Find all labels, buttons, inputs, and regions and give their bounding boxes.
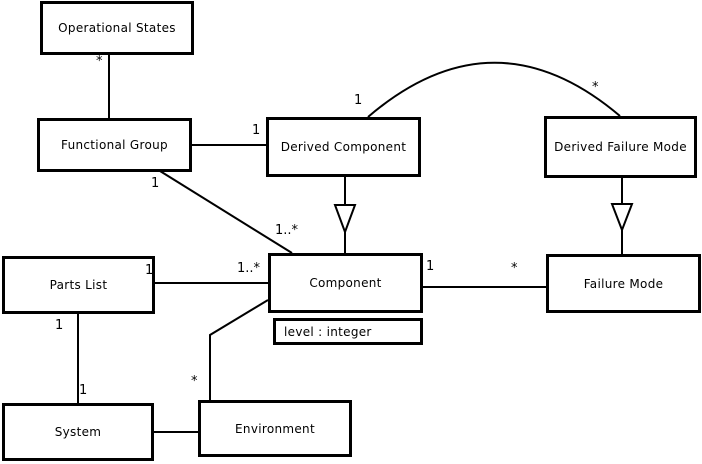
class-name-parts-list: Parts List bbox=[49, 278, 108, 292]
class-box-derived-component: Derived Component bbox=[266, 117, 421, 177]
multiplicity-component-onestar-left: 1..* bbox=[237, 261, 261, 276]
multiplicity-system-one: 1 bbox=[79, 383, 88, 398]
class-name-failure-mode: Failure Mode bbox=[583, 276, 664, 291]
edge-derivedcomp-derivedfailure-arc bbox=[367, 61, 621, 118]
class-box-component: Component bbox=[268, 253, 423, 313]
class-name-component: Component bbox=[309, 276, 382, 290]
class-name-derived-failure-mode: Derived Failure Mode bbox=[554, 140, 687, 154]
multiplicity-component-one-right: 1 bbox=[426, 259, 435, 274]
class-box-environment: Environment bbox=[198, 400, 352, 457]
multiplicity-derivedfailure-arc-star: * bbox=[592, 80, 599, 95]
generalization-triangle-failuremode bbox=[610, 203, 634, 233]
class-box-parts-list: Parts List bbox=[2, 256, 155, 314]
attribute-level-integer: level : integer bbox=[284, 324, 372, 339]
generalization-triangle-component bbox=[333, 204, 357, 235]
multiplicity-derivedcomp-one: 1 bbox=[252, 123, 261, 138]
multiplicity-environment-star: * bbox=[191, 374, 198, 389]
multiplicity-opstates-star: * bbox=[96, 54, 103, 69]
multiplicity-derivedcomp-arc-one: 1 bbox=[354, 93, 363, 108]
multiplicity-partslist-one-bottom: 1 bbox=[55, 318, 64, 333]
class-attribute-box-component: level : integer bbox=[273, 318, 423, 345]
multiplicity-failuremode-star: * bbox=[511, 261, 518, 276]
class-name-environment: Environment bbox=[235, 421, 315, 436]
class-name-derived-component: Derived Component bbox=[280, 140, 407, 154]
class-name-system: System bbox=[54, 425, 102, 439]
class-name-operational-states: Operational States bbox=[58, 21, 176, 35]
class-box-derived-failure-mode: Derived Failure Mode bbox=[544, 116, 697, 178]
class-box-functional-group: Functional Group bbox=[37, 118, 192, 172]
edge-component-environment bbox=[209, 299, 269, 400]
multiplicity-component-onestar-top: 1..* bbox=[275, 223, 299, 238]
class-box-failure-mode: Failure Mode bbox=[546, 254, 701, 313]
multiplicity-funcgroup-one: 1 bbox=[151, 176, 160, 191]
class-box-system: System bbox=[2, 403, 154, 461]
edge-funcgroup-component bbox=[159, 170, 293, 254]
class-box-operational-states: Operational States bbox=[40, 1, 194, 55]
multiplicity-partslist-one-right: 1 bbox=[145, 263, 154, 278]
class-name-functional-group: Functional Group bbox=[61, 138, 168, 152]
